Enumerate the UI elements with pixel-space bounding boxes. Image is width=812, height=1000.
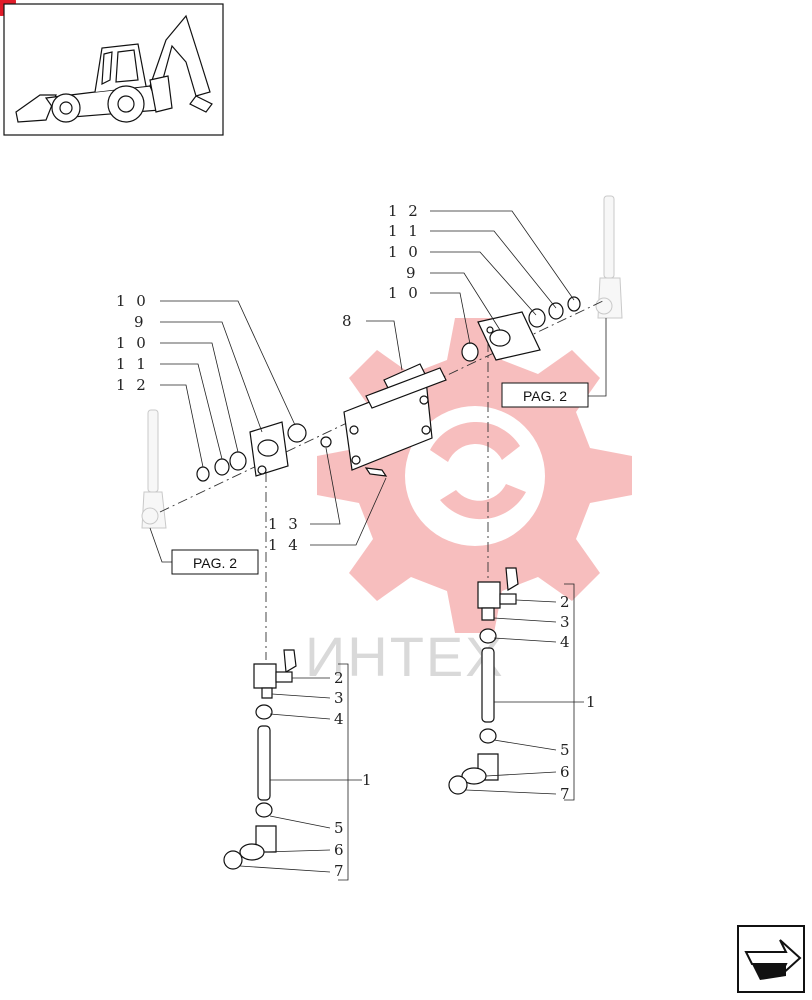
pag-ref-left[interactable]: PAG. 2: [171, 549, 259, 575]
callouts-rod-left: 2 3 4 1 5 6 7: [334, 669, 375, 880]
thumbnail-frame[interactable]: [3, 3, 224, 136]
callout-label: 3: [334, 689, 347, 707]
left-washers[interactable]: [196, 423, 307, 482]
callout-label: 5: [334, 819, 347, 837]
backhoe-loader-icon: [15, 14, 213, 123]
leader-lines: [149, 210, 607, 881]
callout-label: 1 0: [116, 292, 149, 310]
callout-label: 1: [586, 693, 599, 711]
left-link-rod[interactable]: [223, 649, 297, 870]
callout-label: 2: [560, 593, 573, 611]
callout-label: 1 0: [116, 334, 149, 352]
callouts-top-right: 1 2 1 1 1 0 9 1 0: [388, 202, 421, 302]
right-link-rod[interactable]: [448, 567, 519, 795]
callout-label: 1 1: [388, 222, 421, 240]
right-washers[interactable]: [461, 296, 581, 362]
callout-label: 6: [334, 841, 347, 859]
callout-label: 1 3: [268, 515, 301, 533]
callouts-center: 8 1 3 1 4: [268, 312, 355, 554]
callout-label: 9: [406, 264, 419, 282]
callout-label: 1 4: [268, 536, 301, 554]
callout-label: 4: [334, 710, 347, 728]
right-bracket[interactable]: [477, 311, 541, 361]
callout-label: 7: [560, 785, 573, 803]
callouts-top-left: 1 0 9 1 0 1 1 1 2: [116, 292, 149, 394]
callout-label: 4: [560, 633, 573, 651]
pag-ref-right[interactable]: PAG. 2: [501, 382, 589, 408]
callout-label: 1: [362, 771, 375, 789]
callout-label: 3: [560, 613, 573, 631]
pag-ref-left-label: PAG. 2: [193, 555, 237, 571]
callout-label: 1 1: [116, 355, 149, 373]
left-bracket[interactable]: [249, 421, 289, 477]
callout-label: 1 0: [388, 284, 421, 302]
callout-label: 1 0: [388, 243, 421, 261]
callout-label: 2: [334, 669, 347, 687]
callout-label: 1 2: [116, 376, 149, 394]
callout-label: 1 2: [388, 202, 421, 220]
callout-label: 8: [342, 312, 355, 330]
watermark-gear: [317, 318, 632, 633]
ghost-lever-right: [595, 195, 623, 319]
callout-label: 6: [560, 763, 573, 781]
callouts-rod-right: 2 3 4 1 5 6 7: [560, 593, 599, 803]
callout-label: 5: [560, 741, 573, 759]
next-page-arrow-icon[interactable]: [737, 925, 805, 993]
support-plate[interactable]: [320, 363, 447, 477]
ghost-lever-left: [141, 409, 167, 529]
watermark-text: ИНТЕХ: [305, 625, 505, 688]
callout-label: 7: [334, 862, 347, 880]
pag-ref-right-label: PAG. 2: [523, 388, 567, 404]
callout-label: 9: [134, 313, 147, 331]
